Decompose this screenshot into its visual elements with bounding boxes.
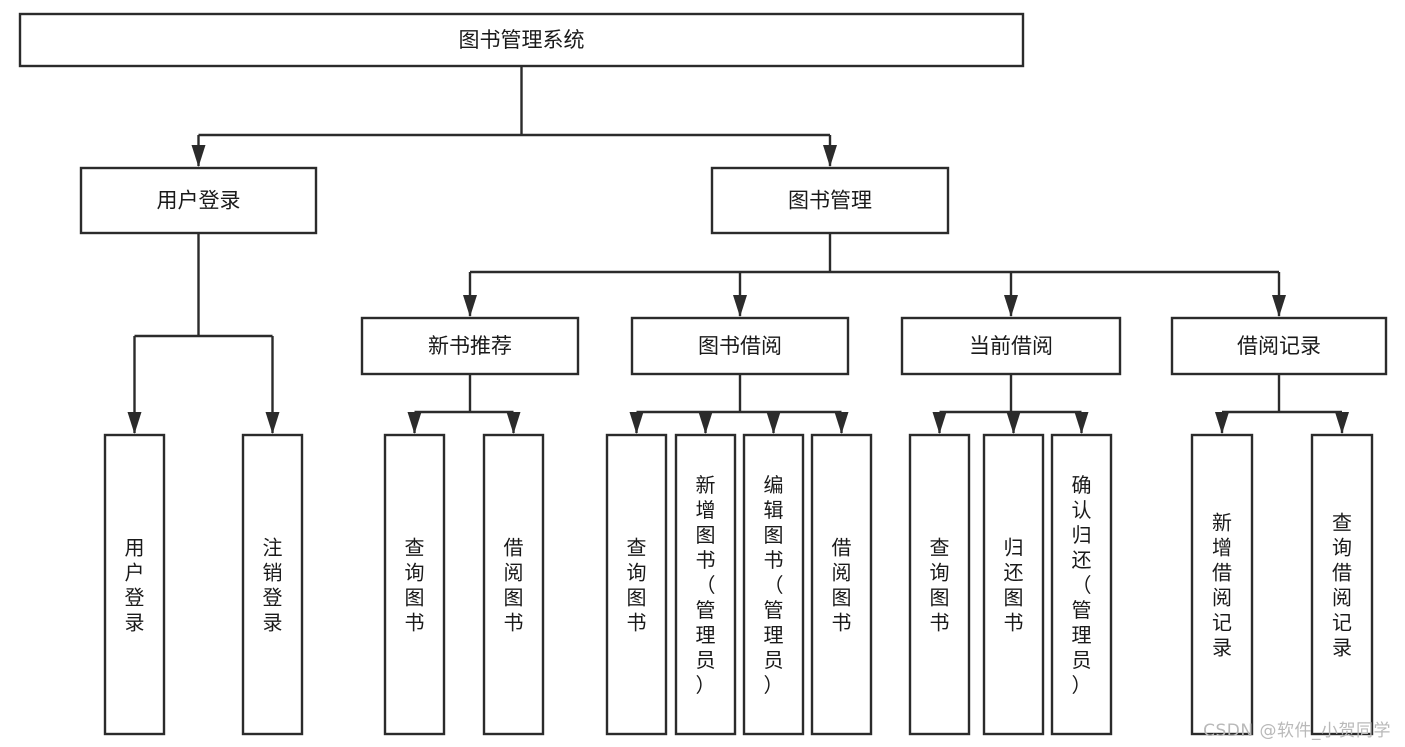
nodes-layer: 图书管理系统用户登录图书管理新书推荐图书借阅当前借阅借阅记录用户登录注销登录查询… <box>18 12 1388 736</box>
node-label: 确认归还（管理员） <box>1072 473 1092 697</box>
node-box <box>900 316 1122 376</box>
node-box <box>1310 433 1374 736</box>
node-box <box>605 433 668 736</box>
arrow-head-icon <box>191 145 206 167</box>
arrow-head-icon <box>265 412 280 434</box>
node-leaf-user-logout[interactable]: 注销登录 <box>241 433 304 736</box>
arrow-head-icon <box>629 412 644 434</box>
node-leaf-return-book[interactable]: 归还图书 <box>982 433 1045 736</box>
node-label: 查询图书 <box>627 536 647 635</box>
node-label: 查询借阅记录 <box>1332 511 1352 660</box>
node-new-book-recommend[interactable]: 新书推荐 <box>360 316 580 376</box>
node-leaf-query-record[interactable]: 查询借阅记录 <box>1310 433 1374 736</box>
node-leaf-borrow-book-2[interactable]: 借阅图书 <box>810 433 873 736</box>
node-book-borrow[interactable]: 图书借阅 <box>630 316 850 376</box>
node-box <box>710 166 950 235</box>
node-box <box>630 316 850 376</box>
node-leaf-user-login[interactable]: 用户登录 <box>103 433 166 736</box>
arrow-head-icon <box>698 412 713 434</box>
node-box <box>383 433 446 736</box>
node-leaf-edit-book[interactable]: 编辑图书（管理员） <box>742 433 805 736</box>
arrow-head-icon <box>127 412 142 434</box>
arrow-head-icon <box>834 412 849 434</box>
node-leaf-confirm-return[interactable]: 确认归还（管理员） <box>1050 433 1113 736</box>
node-book-manage[interactable]: 图书管理 <box>710 166 950 235</box>
arrow-head-icon <box>1006 412 1021 434</box>
arrow-head-icon <box>766 412 781 434</box>
node-label: 查询图书 <box>405 536 425 635</box>
node-label: 新书推荐 <box>428 334 512 358</box>
arrow-head-icon <box>823 145 837 167</box>
arrow-head-icon <box>932 412 947 434</box>
node-label: 借阅记录 <box>1237 334 1321 358</box>
node-leaf-query-book-2[interactable]: 查询图书 <box>605 433 668 736</box>
node-label: 查询图书 <box>930 536 950 635</box>
node-leaf-borrow-book-1[interactable]: 借阅图书 <box>482 433 545 736</box>
node-label: 归还图书 <box>1004 536 1024 635</box>
node-box <box>482 433 545 736</box>
node-label: 当前借阅 <box>969 334 1053 358</box>
node-label: 编辑图书（管理员） <box>764 473 784 697</box>
node-box <box>360 316 580 376</box>
node-box <box>18 12 1025 68</box>
node-box <box>908 433 971 736</box>
node-leaf-query-book-3[interactable]: 查询图书 <box>908 433 971 736</box>
node-label: 借阅图书 <box>832 536 852 635</box>
node-label: 图书管理 <box>788 189 872 213</box>
node-box <box>79 166 318 235</box>
node-box <box>103 433 166 736</box>
arrow-head-icon <box>1215 412 1229 434</box>
node-box <box>810 433 873 736</box>
node-box <box>982 433 1045 736</box>
node-box <box>1190 433 1254 736</box>
node-label: 新增图书（管理员） <box>696 473 716 697</box>
node-leaf-query-book-1[interactable]: 查询图书 <box>383 433 446 736</box>
node-box <box>1050 433 1113 736</box>
node-current-borrow[interactable]: 当前借阅 <box>900 316 1122 376</box>
node-label: 图书借阅 <box>698 334 782 358</box>
arrow-head-icon <box>1074 412 1089 434</box>
node-borrow-record[interactable]: 借阅记录 <box>1170 316 1388 376</box>
node-label: 新增借阅记录 <box>1212 511 1232 660</box>
node-box <box>241 433 304 736</box>
node-label: 用户登录 <box>125 536 145 635</box>
arrow-head-icon <box>407 412 422 434</box>
node-user-login[interactable]: 用户登录 <box>79 166 318 235</box>
node-box <box>742 433 805 736</box>
arrow-head-icon <box>1272 295 1286 317</box>
arrow-head-icon <box>733 295 747 317</box>
node-leaf-add-record[interactable]: 新增借阅记录 <box>1190 433 1254 736</box>
node-leaf-add-book[interactable]: 新增图书（管理员） <box>674 433 737 736</box>
arrow-head-icon <box>463 295 477 317</box>
arrow-head-icon <box>1004 295 1018 317</box>
node-root-system[interactable]: 图书管理系统 <box>18 12 1025 68</box>
node-label: 图书管理系统 <box>459 28 585 52</box>
node-label: 借阅图书 <box>504 536 524 635</box>
arrow-head-icon <box>506 412 521 434</box>
node-box <box>1170 316 1388 376</box>
node-label: 注销登录 <box>263 536 283 635</box>
node-box <box>674 433 737 736</box>
node-label: 用户登录 <box>157 189 241 213</box>
edges-layer <box>127 66 1349 434</box>
arrow-head-icon <box>1335 412 1349 434</box>
